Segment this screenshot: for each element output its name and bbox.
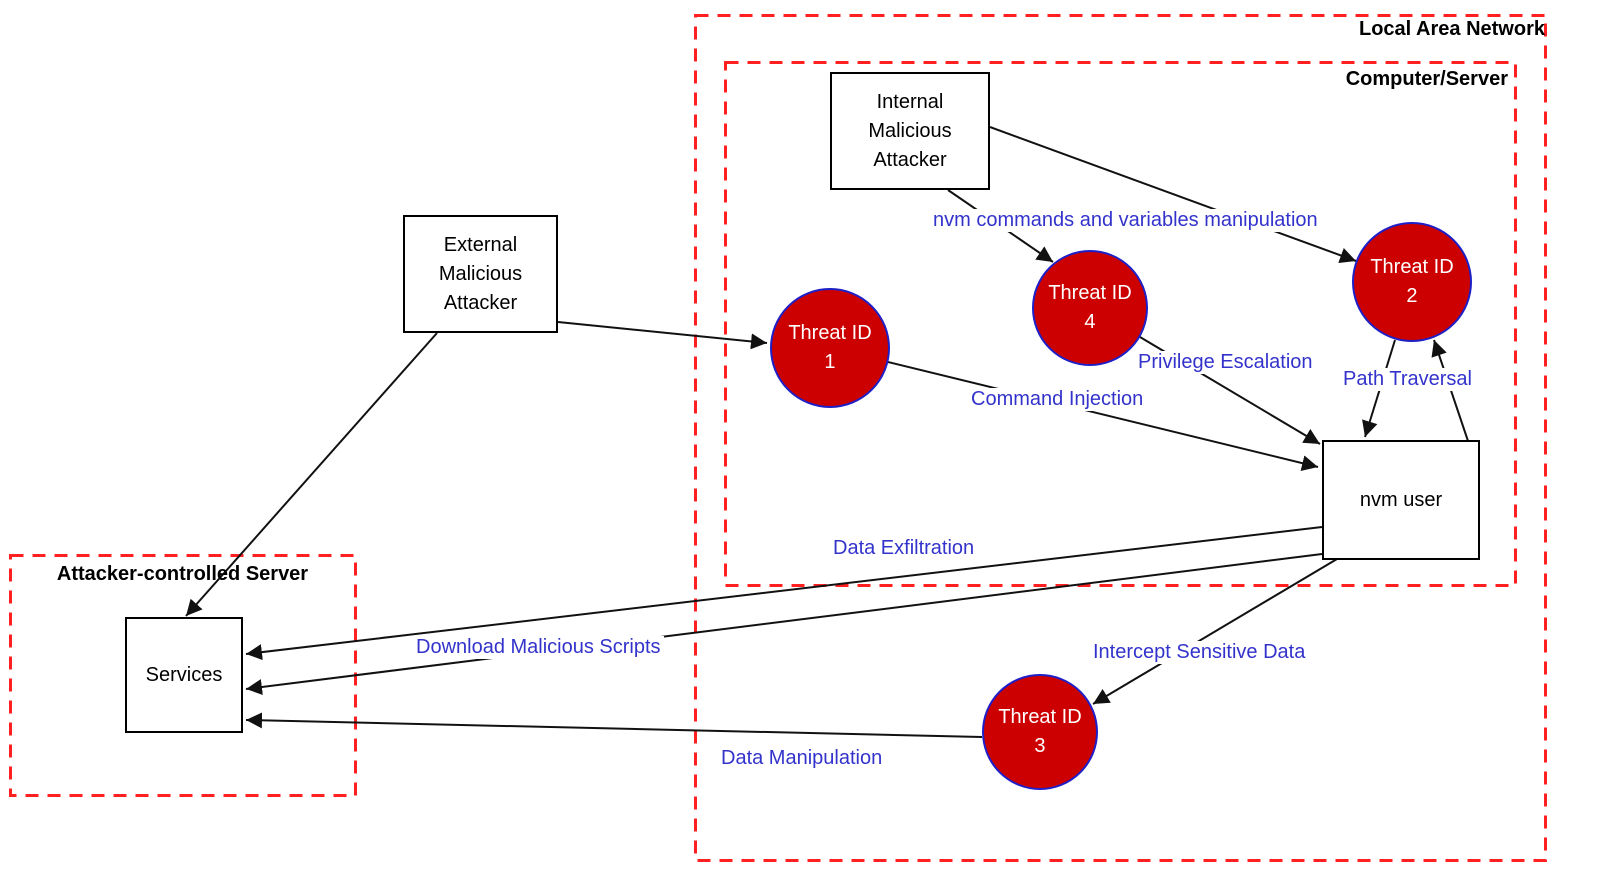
edge-label-command-injection: Command Injection <box>968 388 1147 411</box>
arrow-threat-3-to-services <box>245 712 983 738</box>
boundary-title-attacker-controlled-server: Attacker-controlled Server <box>56 563 309 585</box>
node-threat-id-1: Threat ID 1 <box>770 288 890 408</box>
edge-label-data-manipulation: Data Manipulation <box>718 747 886 770</box>
node-label-external-malicious-attacker: External Malicious Attacker <box>438 233 523 314</box>
node-label-services: Services <box>145 663 223 686</box>
edge-label-data-exfiltration: Data Exfiltration <box>830 537 978 560</box>
arrow-nvm-user-to-services-exfiltration <box>245 526 1323 661</box>
node-threat-id-3: Threat ID 3 <box>982 674 1098 790</box>
edge-label-nvm-commands-and-variables-manipulation: nvm commands and variables manipulation <box>930 209 1321 232</box>
node-internal-malicious-attacker: Internal Malicious Attacker <box>830 72 990 190</box>
edge-label-path-traversal: Path Traversal <box>1340 368 1475 391</box>
node-label-threat-id-1: Threat ID 1 <box>788 322 872 373</box>
node-label-threat-id-4: Threat ID 4 <box>1048 282 1132 333</box>
boundary-title-local-area-network: Local Area Network <box>1359 18 1545 40</box>
arrow-nvm-user-to-threat-3 <box>1092 558 1338 705</box>
arrow-external-attacker-to-threat-1 <box>557 321 768 350</box>
node-nvm-user: nvm user <box>1322 440 1480 560</box>
node-label-threat-id-2: Threat ID 2 <box>1370 256 1454 307</box>
node-external-malicious-attacker: External Malicious Attacker <box>403 215 558 333</box>
arrow-external-attacker-to-services <box>185 332 438 617</box>
boundary-local-area-network <box>694 14 1547 862</box>
edge-label-download-malicious-scripts: Download Malicious Scripts <box>413 636 664 659</box>
arrow-nvm-user-to-services-download <box>245 553 1323 695</box>
boundary-title-computer-server: Computer/Server <box>1345 68 1508 90</box>
edge-label-privilege-escalation: Privilege Escalation <box>1135 351 1316 374</box>
arrow-internal-attacker-to-threat-2 <box>989 126 1357 264</box>
arrow-threat-1-to-nvm-user <box>887 361 1319 471</box>
boundary-computer-server <box>724 61 1517 587</box>
node-label-nvm-user: nvm user <box>1359 488 1443 511</box>
node-threat-id-4: Threat ID 4 <box>1032 250 1148 366</box>
node-label-internal-malicious-attacker: Internal Malicious Attacker <box>868 90 952 171</box>
node-label-threat-id-3: Threat ID 3 <box>998 706 1082 757</box>
node-threat-id-2: Threat ID 2 <box>1352 222 1472 342</box>
edge-label-intercept-sensitive-data: Intercept Sensitive Data <box>1090 641 1309 664</box>
node-services: Services <box>125 617 243 733</box>
